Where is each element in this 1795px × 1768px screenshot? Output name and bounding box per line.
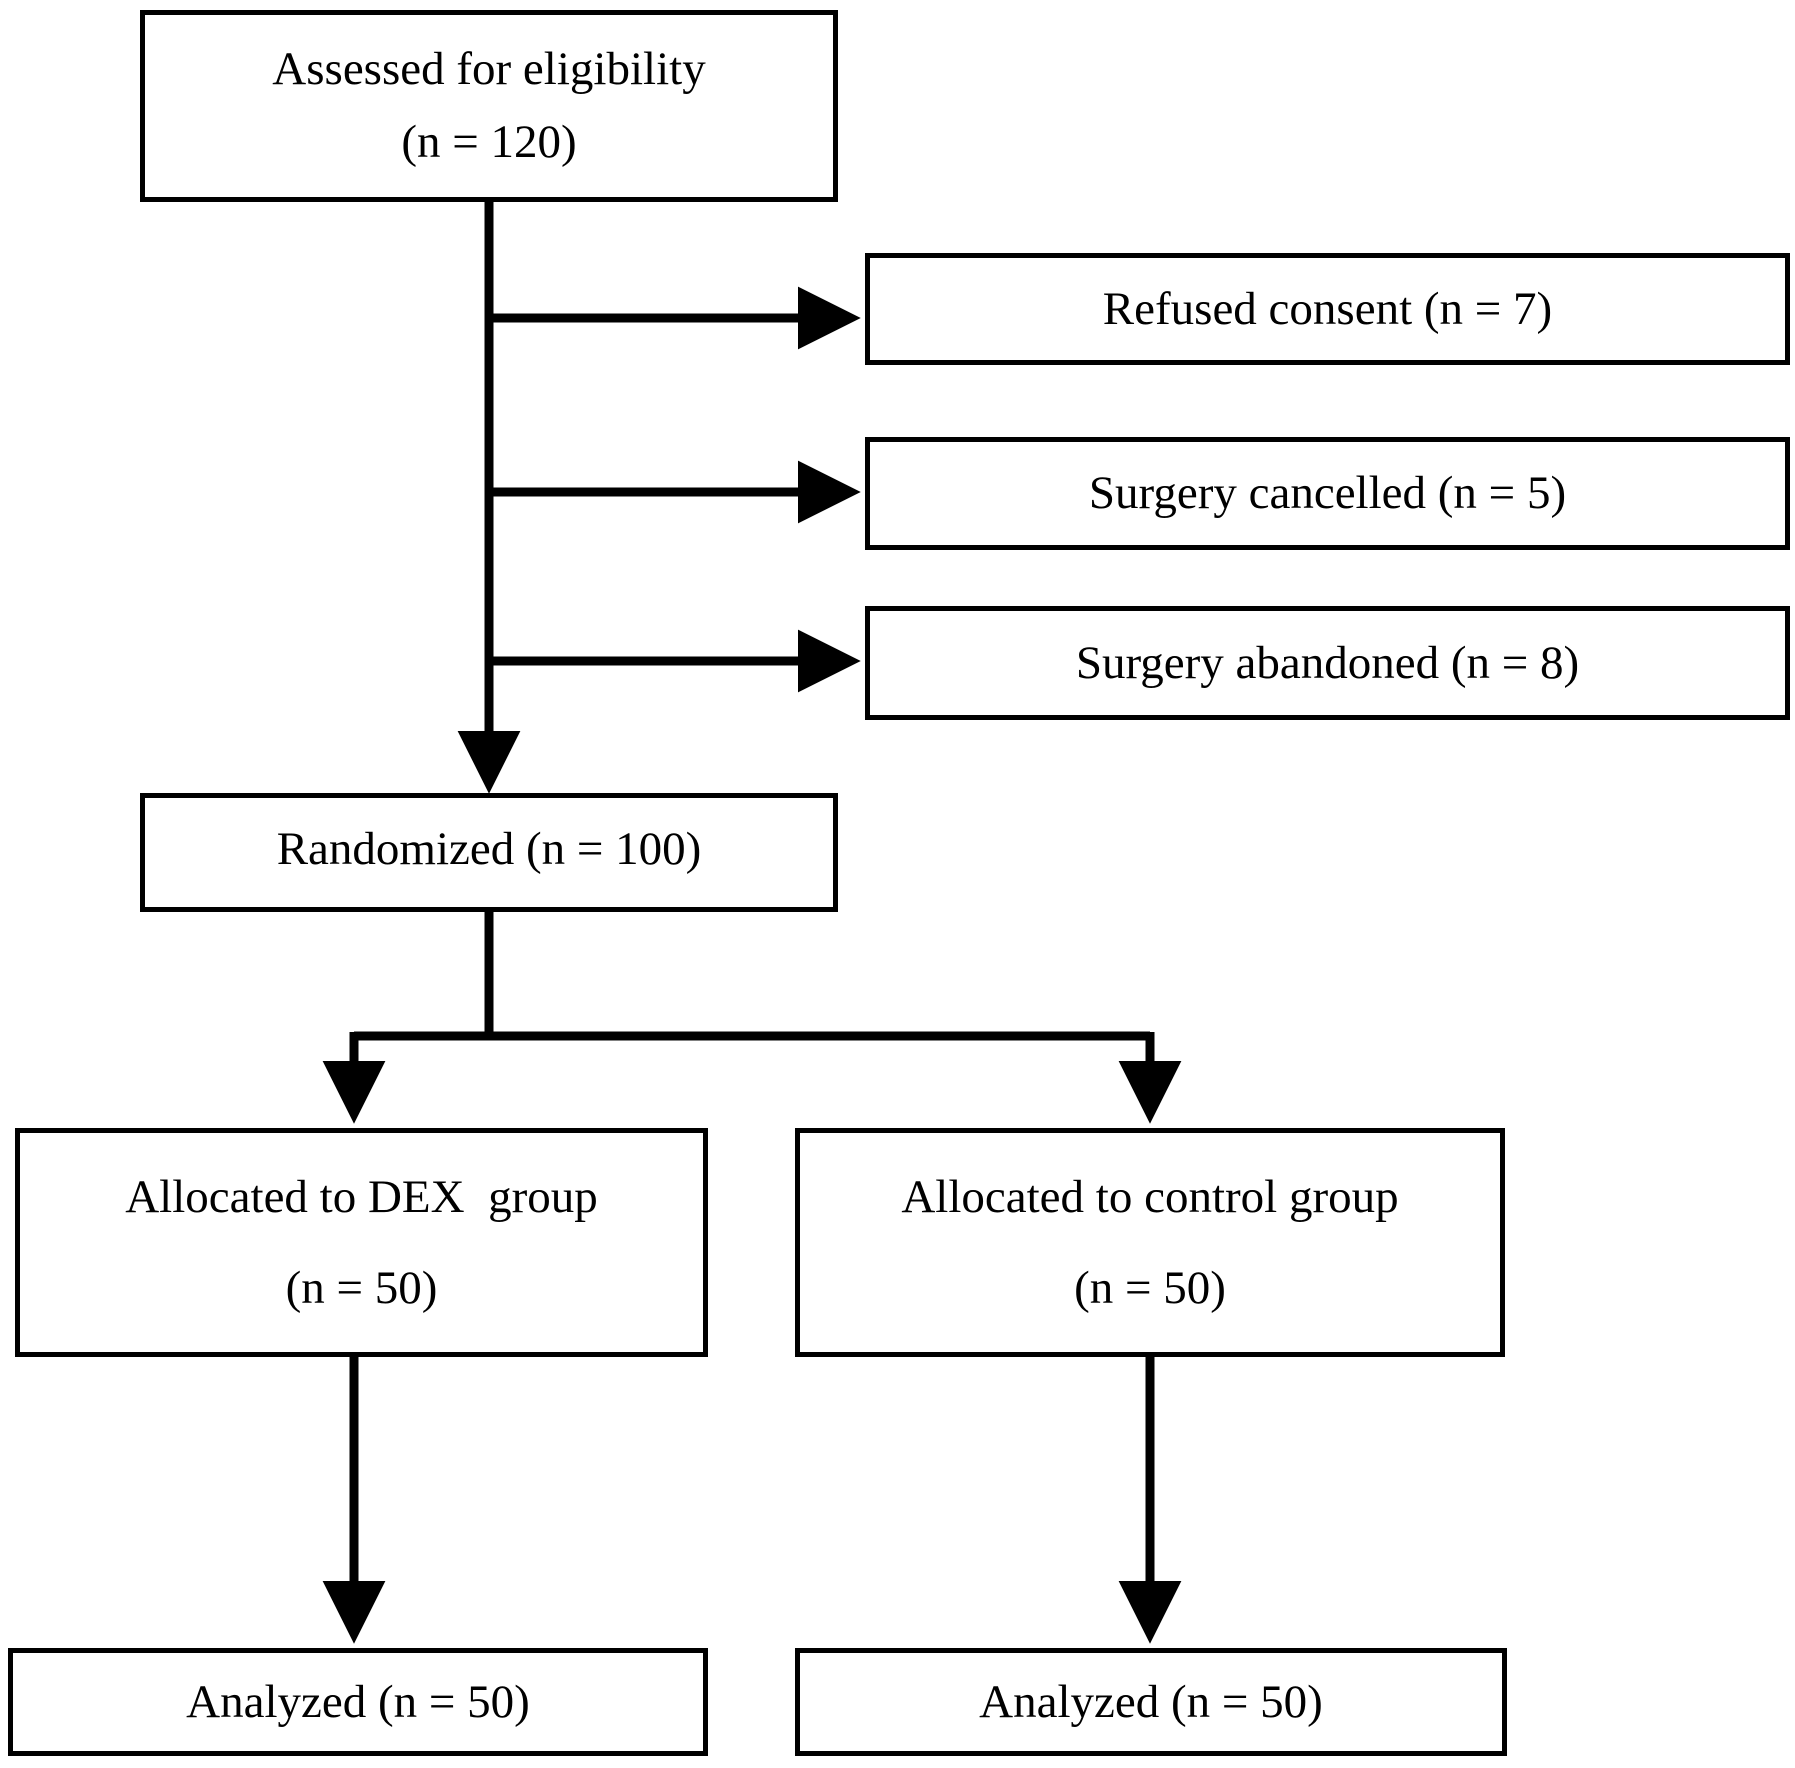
allocated-dex-group-box: Allocated to DEX group (n = 50) [15,1128,708,1357]
allocated-dex-group-count: (n = 50) [285,1262,438,1315]
analyzed-control-group-label: Analyzed (n = 50) [979,1675,1323,1728]
allocated-dex-group-title: Allocated to DEX group [125,1170,598,1223]
assessed-for-eligibility-box: Assessed for eligibility (n = 120) [140,10,838,202]
allocated-control-group-box: Allocated to control group (n = 50) [795,1128,1505,1357]
assessed-for-eligibility-title: Assessed for eligibility [272,43,706,96]
refused-consent-label: Refused consent (n = 7) [1102,282,1553,335]
surgery-abandoned-label: Surgery abandoned (n = 8) [1075,636,1580,689]
allocated-control-group-title: Allocated to control group [901,1170,1399,1223]
analyzed-dex-group-label: Analyzed (n = 50) [186,1675,530,1728]
assessed-for-eligibility-count: (n = 120) [401,116,577,169]
allocated-control-group-count: (n = 50) [1074,1262,1226,1315]
randomized-label: Randomized (n = 100) [276,823,702,875]
analyzed-control-group-box: Analyzed (n = 50) [795,1648,1507,1756]
surgery-abandoned-box: Surgery abandoned (n = 8) [865,606,1790,720]
surgery-cancelled-box: Surgery cancelled (n = 5) [865,437,1790,550]
refused-consent-box: Refused consent (n = 7) [865,253,1790,365]
randomized-box: Randomized (n = 100) [140,793,838,912]
surgery-cancelled-label: Surgery cancelled (n = 5) [1088,467,1567,520]
analyzed-dex-group-box: Analyzed (n = 50) [8,1648,708,1756]
